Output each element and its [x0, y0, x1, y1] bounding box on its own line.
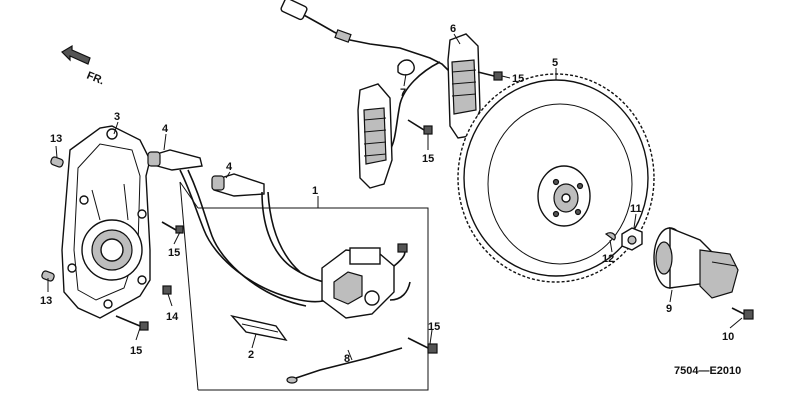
label-part-4-left: 4 [162, 123, 169, 135]
label-part-14: 14 [166, 311, 179, 323]
label-part-5: 5 [552, 57, 558, 69]
front-direction-arrow: FR. [61, 44, 106, 88]
coupling-hub [653, 226, 739, 299]
gear-case-cover [61, 125, 151, 319]
item-1-group-frame [179, 181, 429, 391]
harness-wire [280, 0, 451, 151]
label-part-13-bottom: 13 [40, 295, 52, 307]
label-part-10: 10 [722, 331, 734, 343]
label-part-4-right: 4 [226, 161, 233, 173]
label-part-15-lower-right: 15 [428, 321, 440, 333]
nut-cover [162, 285, 172, 295]
flywheel-nut [621, 227, 643, 251]
spark-plug-cap-right [211, 173, 265, 197]
label-part-15-cover-upper: 15 [168, 247, 180, 259]
dowel-pin-bottom [41, 270, 55, 282]
charge-coil-right [447, 33, 481, 139]
bolt-cover-lower [115, 315, 149, 331]
front-label: FR. [85, 70, 106, 88]
lead-wire [286, 347, 403, 384]
label-part-1: 1 [312, 185, 318, 197]
label-part-15-coil-upper: 15 [512, 73, 524, 85]
flywheel [457, 73, 655, 283]
label-part-9: 9 [666, 303, 672, 315]
bolt-lower-right [407, 337, 438, 354]
label-part-12: 12 [602, 253, 614, 265]
ignition-coil [321, 243, 411, 319]
label-part-2: 2 [248, 349, 254, 361]
label-part-15-coil-lower: 15 [422, 153, 434, 165]
part-labels: 1 2 3 4 4 5 6 7 8 9 10 11 12 13 13 14 15… [40, 23, 734, 365]
plate [230, 314, 288, 342]
woodruff-key [604, 232, 616, 241]
bolt-cover-upper [161, 221, 184, 234]
bolt-coil-upper [477, 71, 503, 81]
spark-plug-cap-left [147, 149, 203, 171]
ignition-wires [179, 169, 335, 307]
label-part-11: 11 [630, 203, 642, 215]
bolt-coil-lower [407, 119, 433, 135]
label-part-7: 7 [400, 87, 406, 99]
label-part-3: 3 [114, 111, 120, 123]
coupling-bolt [731, 307, 754, 320]
leader-lines [47, 33, 743, 361]
dowel-pin-top [50, 156, 64, 168]
diagram-code: 7504—E2010 [674, 365, 741, 377]
charge-coil-left [357, 83, 393, 189]
label-part-13-top: 13 [50, 133, 62, 145]
label-part-8: 8 [344, 353, 350, 365]
label-part-15-cover-lower: 15 [130, 345, 142, 357]
wire-clamp [397, 59, 415, 76]
label-part-6: 6 [450, 23, 456, 35]
